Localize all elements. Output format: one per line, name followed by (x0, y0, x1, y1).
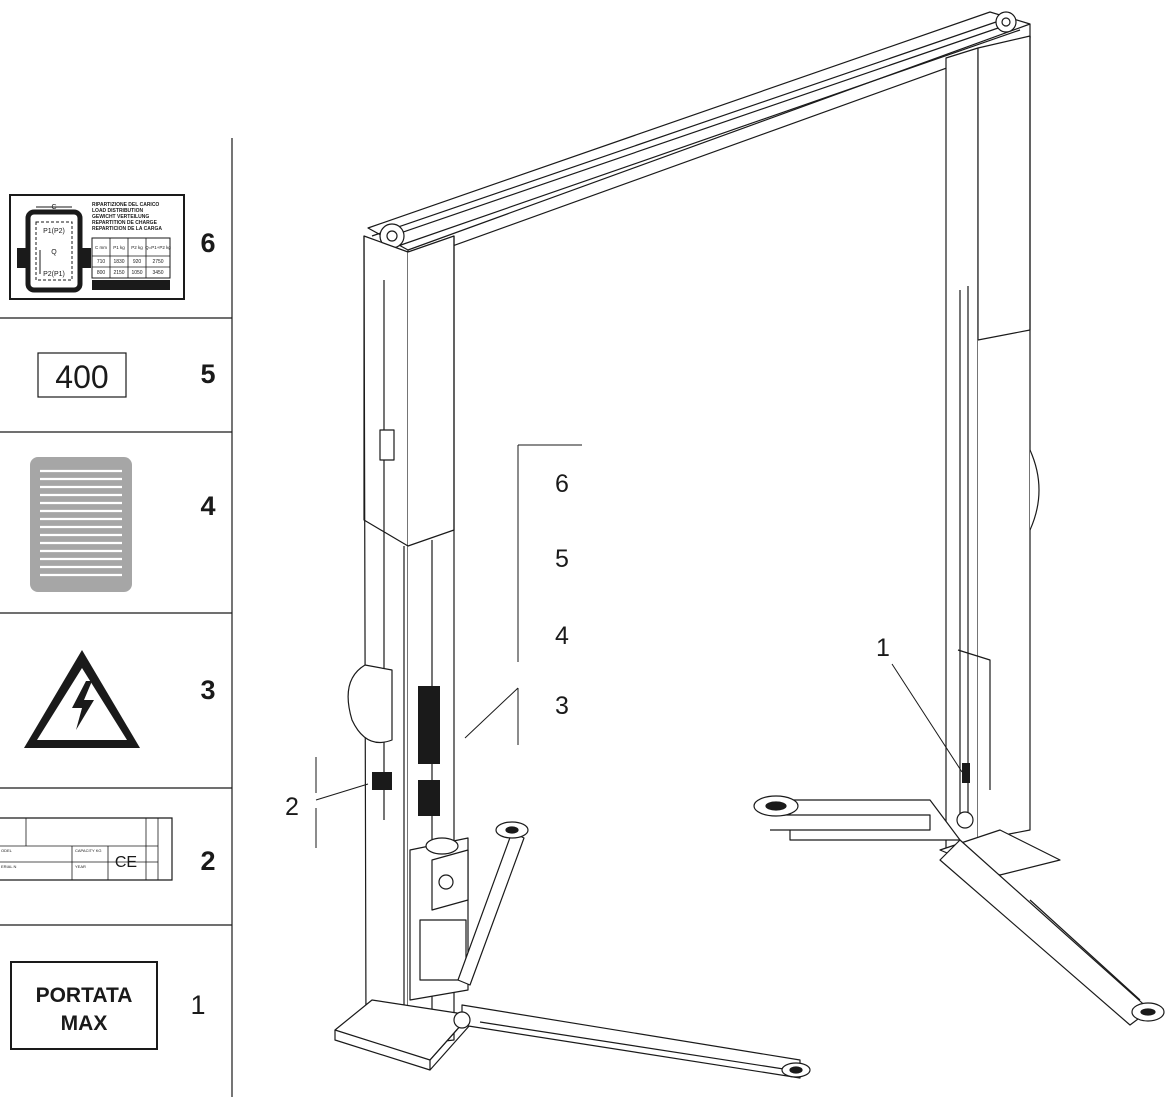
portata-max-label: PORTATA MAX (10, 961, 158, 1050)
load-table-cell: 2750 (152, 259, 163, 265)
load-table-header-p1: P1 kg (113, 245, 125, 250)
legend-number-5: 5 (200, 359, 215, 389)
vent-plate-label (30, 457, 132, 592)
load-table-cell: 1830 (113, 259, 124, 265)
callout-number-2: 2 (285, 793, 299, 821)
load-title-line-5: REPARTICION DE LA CARGA (92, 226, 162, 232)
load-table-cell: 2150 (113, 270, 124, 276)
legend-column: C P1(P2) Q P2(P1) RIPARTIZIONE DEL CARIC… (0, 138, 233, 1097)
plate-field-serial: ERIAL N (1, 864, 17, 869)
load-table-cell: 920 (133, 259, 142, 265)
top-crossbeam (367, 11, 1031, 263)
portata-line-1: PORTATA (36, 984, 133, 1007)
left-arms (453, 821, 811, 1079)
load-title-line-1: RIPARTIZIONE DEL CARICO (92, 202, 159, 208)
legend-number-3: 3 (200, 675, 215, 705)
legend-number-2: 2 (200, 846, 215, 876)
value-400-label: 400 (37, 352, 127, 398)
two-post-lift (334, 11, 1165, 1079)
diagram-label-p2: P2(P1) (43, 271, 65, 278)
callout-leader-2 (315, 783, 369, 801)
callouts: 6 5 4 3 2 1 (285, 444, 963, 848)
diagram-label-p1: P1(P2) (43, 228, 65, 235)
plate-field-capacity: CAPACITY KG (75, 848, 102, 853)
right-arms (753, 795, 1165, 1026)
load-table-header-c: C mm (95, 245, 107, 250)
callout-number-6: 6 (555, 470, 569, 498)
load-title-line-4: REPARTITION DE CHARGE (92, 220, 158, 226)
callout-number-1: 1 (876, 634, 890, 662)
load-title-line-2: LOAD DISTRIBUTION (92, 208, 143, 214)
callout-number-3: 3 (555, 692, 569, 720)
load-table-cell: 1050 (131, 270, 142, 276)
load-table-cell: 800 (97, 270, 106, 276)
value-400-text: 400 (55, 359, 108, 395)
load-title-line-3: GEWICHT VERTEILUNG (92, 214, 149, 220)
diagram-label-q: Q (51, 249, 57, 256)
callout-number-4: 4 (555, 622, 569, 650)
callout-number-5: 5 (555, 545, 569, 573)
legend-number-4: 4 (200, 491, 215, 521)
legend-number-6: 6 (200, 228, 215, 258)
plate-field-year: YEAR (75, 864, 86, 869)
load-table-cell: 710 (97, 259, 106, 265)
callout-leader-stack (464, 687, 519, 739)
load-table-header-p2: P2 kg (131, 245, 143, 250)
load-table-header-q: Q=P1+P2 kg (145, 245, 171, 250)
control-box (409, 837, 469, 1001)
diagram-label-c: C (51, 204, 56, 211)
ce-mark: CE (115, 854, 137, 871)
load-distribution-label: C P1(P2) Q P2(P1) RIPARTIZIONE DEL CARIC… (9, 194, 185, 300)
right-column (939, 35, 1061, 876)
callout-leader-1 (891, 663, 963, 773)
rating-plate-label: ODEL ERIAL N CAPACITY KG YEAR CE (0, 817, 173, 881)
plate-field-model: ODEL (1, 848, 13, 853)
load-table-cell: 3450 (152, 270, 163, 276)
portata-line-2: MAX (61, 1012, 108, 1035)
electric-hazard-icon (24, 650, 140, 748)
legend-number-1: 1 (190, 990, 205, 1020)
